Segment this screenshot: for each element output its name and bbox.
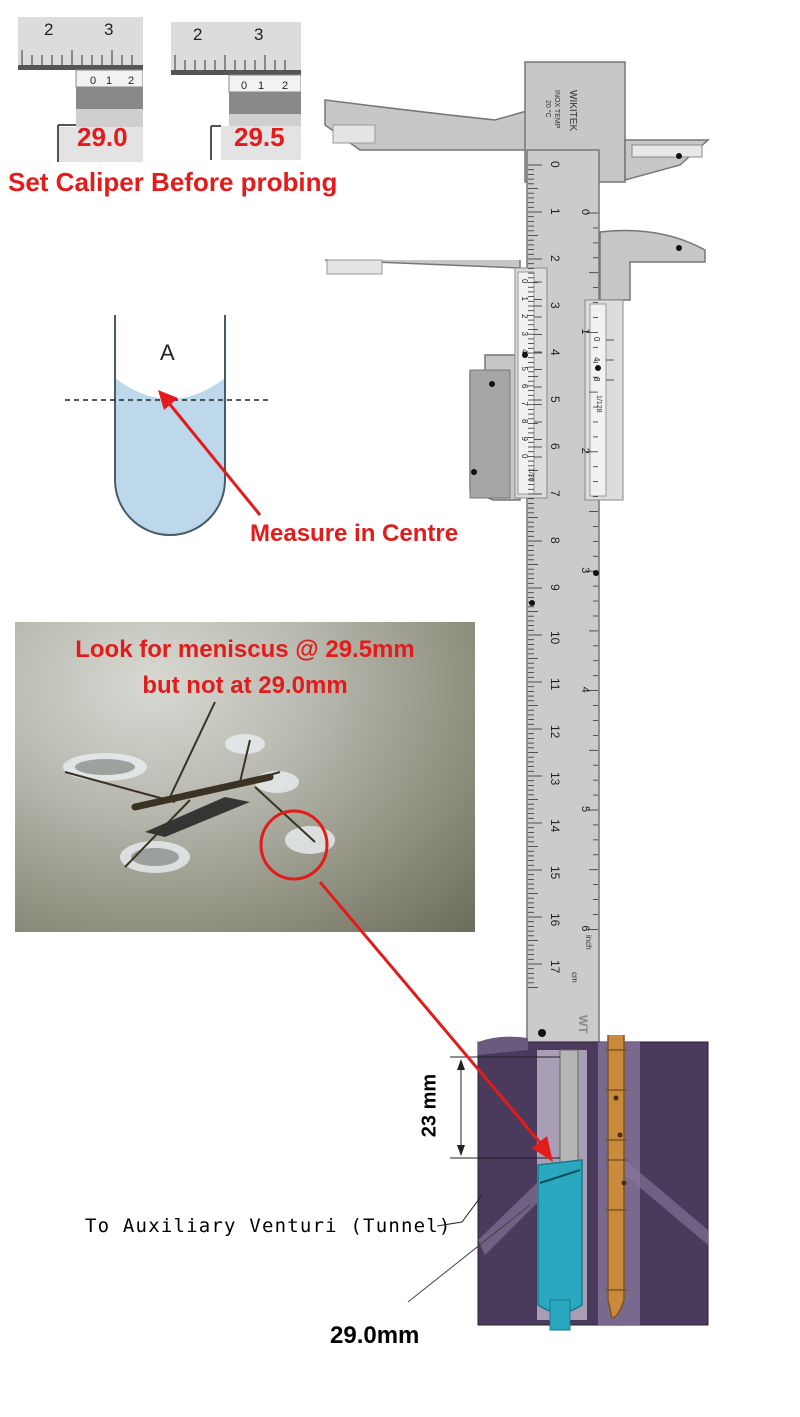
main-scale-2b: 2	[193, 25, 202, 44]
cm-tick-label: 14	[548, 819, 562, 833]
vernier-tick-label: 0	[520, 279, 529, 284]
cm-tick-label: 3	[548, 302, 562, 309]
reading-29-0: 29.0	[77, 122, 128, 152]
caliper-brand: WIKITEK	[567, 90, 578, 131]
vernier-inch-tick-label: 8	[592, 377, 601, 382]
caliper-vernier-res: 1/20	[527, 468, 534, 482]
vernier-tick-label: 6	[520, 384, 529, 389]
cm-tick-label: 10	[548, 631, 562, 645]
cm-tick-label: 6	[548, 443, 562, 450]
measure-in-centre: Measure in Centre	[250, 520, 459, 547]
cm-tick-label: 0	[548, 161, 562, 168]
caliper-vernier-inch-res: 1/128	[595, 395, 602, 413]
vernier-0: 0	[90, 75, 96, 87]
vernier-tick-label: 5	[520, 367, 529, 372]
cm-tick-label: 8	[548, 537, 562, 544]
caliper-cm-unit: cm	[570, 972, 579, 983]
cm-tick-label: 17	[548, 960, 562, 974]
vernier-tick-label: 2	[520, 314, 529, 319]
water-strider-photo: Look for meniscus @ 29.5mm but not at 29…	[15, 622, 475, 932]
main-scale-3b: 3	[254, 25, 263, 44]
caliper-example-29-5: 2 3 0 1 2	[171, 22, 301, 160]
tube-arrow	[158, 390, 262, 516]
main-scale-3: 3	[104, 20, 113, 39]
inch-tick-label: 5	[579, 806, 591, 812]
caliper-inch-unit: inch	[584, 935, 593, 950]
instruction-set-caliper: Set Caliper Before probing	[8, 167, 338, 197]
cm-tick-label: 1	[548, 208, 562, 215]
passage-label: To Auxiliary Venturi (Tunnel)	[85, 1215, 452, 1237]
vernier-inch-tick-label: 4	[592, 357, 601, 362]
caliper-spec-2: 20 °C	[544, 100, 552, 118]
vernier-tick-label: 3	[520, 332, 529, 337]
vernier-0b: 0	[241, 80, 247, 92]
measure-label-29mm: 29.0mm	[330, 1322, 420, 1349]
inch-tick-label: 0	[579, 209, 591, 215]
vernier-tick-label: 7	[520, 402, 529, 407]
vernier-1b: 1	[258, 80, 264, 92]
cm-tick-label: 15	[548, 866, 562, 880]
caliper-spec-1: INOX TEMP	[553, 90, 560, 129]
reading-29-5: 29.5	[234, 122, 285, 152]
cm-tick-label: 7	[548, 490, 562, 497]
cm-tick-label: 13	[548, 772, 562, 786]
tube-label-a: A	[160, 340, 175, 365]
vernier-1: 1	[106, 75, 112, 87]
vernier-tick-label: 4	[520, 349, 529, 354]
vernier-tick-label: 0	[520, 454, 529, 459]
vernier-2b: 2	[282, 80, 288, 92]
inch-tick-label: 2	[579, 448, 591, 454]
photo-caption-line1: Look for meniscus @ 29.5mm	[75, 636, 415, 663]
inch-tick-label: 3	[579, 567, 591, 573]
cm-tick-label: 11	[548, 678, 562, 691]
inch-tick-label: 6	[579, 925, 591, 931]
cm-tick-label: 5	[548, 396, 562, 403]
carburettor-section	[477, 1035, 709, 1331]
main-scale-2: 2	[44, 20, 53, 39]
vernier-tick-label: 8	[520, 419, 529, 424]
vernier-tick-label: 1	[520, 297, 529, 302]
cm-tick-label: 16	[548, 913, 562, 927]
cm-tick-label: 4	[548, 349, 562, 356]
meniscus-highlight-circle	[259, 809, 329, 881]
photo-caption-line2: but not at 29.0mm	[142, 672, 348, 699]
cm-tick-label: 9	[548, 584, 562, 591]
vernier-tick-label: 9	[520, 437, 529, 442]
inch-tick-label: 4	[579, 687, 591, 693]
caliper-logo: WT	[576, 1015, 590, 1034]
caliper-example-29-0: 2 3 0 1 2	[18, 17, 143, 162]
inch-tick-label: 1	[579, 328, 591, 334]
cm-tick-label: 12	[548, 725, 562, 739]
water-strider-illustration	[63, 701, 335, 873]
vernier-inch-tick-label: 0	[592, 337, 601, 342]
cm-tick-label: 2	[548, 255, 562, 262]
vernier-2: 2	[128, 75, 134, 87]
